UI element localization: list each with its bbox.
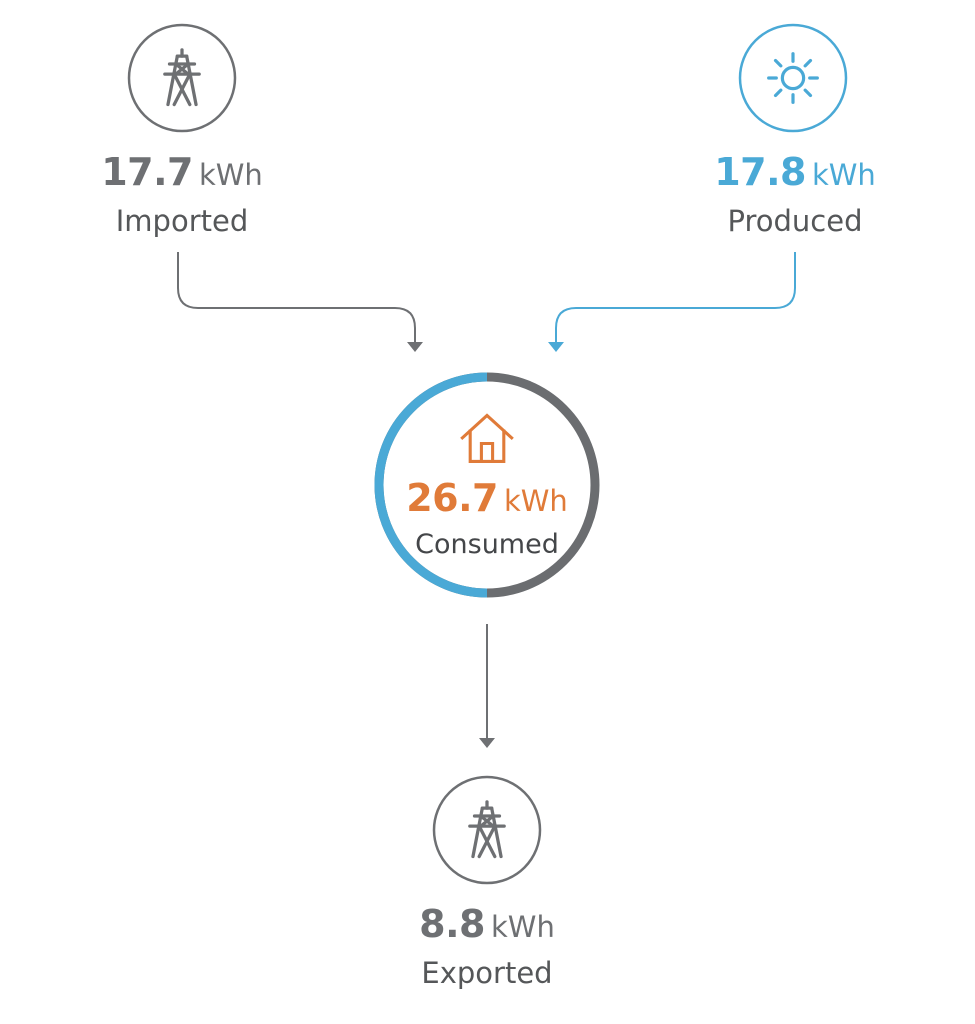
produced-number: 17.8 — [714, 150, 806, 194]
exported-icon-circle — [432, 775, 542, 885]
produced-icon-circle — [738, 23, 848, 133]
exported-arrowhead — [479, 738, 495, 748]
consumed-number: 26.7 — [406, 476, 498, 520]
power-tower-icon — [163, 48, 201, 107]
consumed-ring — [374, 372, 600, 598]
power-tower-icon — [468, 800, 506, 859]
house-icon — [460, 413, 514, 463]
solar-share-arc — [374, 372, 488, 598]
exported-number: 8.8 — [419, 902, 485, 946]
exported-unit: kWh — [490, 910, 555, 944]
consumed-unit: kWh — [503, 484, 568, 518]
produced-connector — [555, 252, 796, 342]
consumed-caption: Consumed — [415, 529, 559, 560]
produced-caption: Produced — [727, 204, 863, 238]
imported-arrowhead — [407, 342, 423, 352]
produced-unit: kWh — [811, 158, 876, 192]
produced-arrowhead — [548, 342, 564, 352]
imported-connector — [177, 252, 416, 342]
exported-caption: Exported — [421, 956, 553, 990]
imported-unit: kWh — [198, 158, 263, 192]
imported-icon-circle — [127, 23, 237, 133]
imported-caption: Imported — [115, 204, 249, 238]
sun-icon — [767, 52, 819, 104]
imported-number: 17.7 — [101, 150, 193, 194]
